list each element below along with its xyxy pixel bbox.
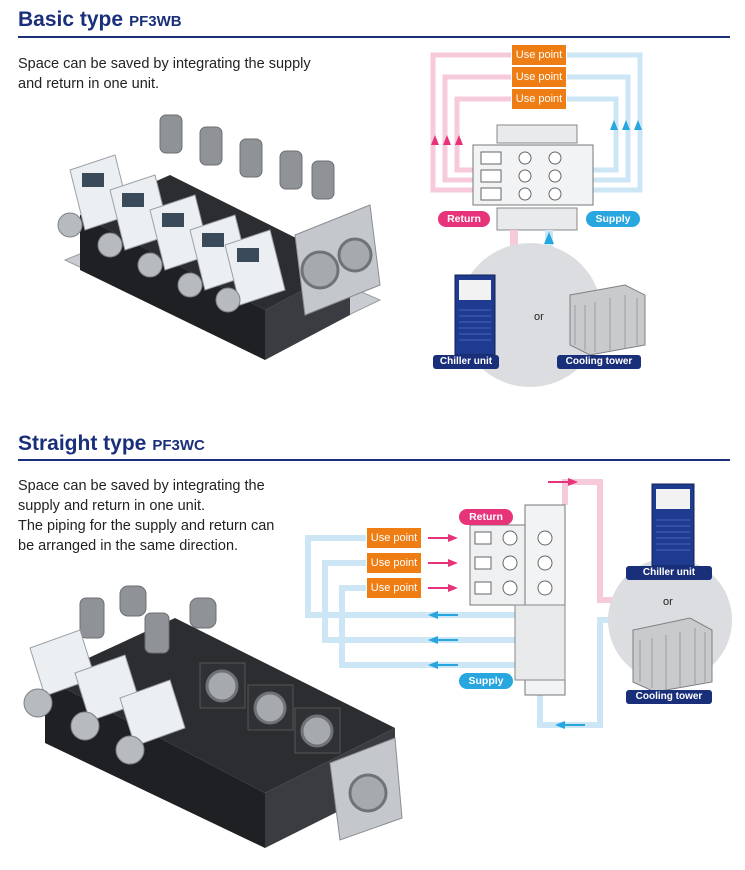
description-line: supply and return in one unit.	[18, 498, 206, 514]
return-tag: Return	[438, 211, 490, 227]
basic-type-rule	[18, 36, 730, 38]
or-label: or	[534, 311, 544, 323]
use-point-box: Use point	[366, 527, 422, 549]
basic-type-product-image	[57, 114, 382, 360]
straight-type-description: Space can be saved by integrating the su…	[18, 476, 274, 556]
description-line: The piping for the supply and return can	[18, 518, 275, 534]
straight-type-title: Straight type	[18, 432, 147, 455]
use-point-box: Use point	[366, 577, 422, 599]
chiller-unit-label: Chiller unit	[433, 355, 499, 369]
basic-type-title: Basic type	[18, 8, 124, 31]
straight-type-product-image	[23, 585, 403, 848]
basic-type-heading: Basic type PF3WB	[18, 8, 182, 32]
or-label: or	[663, 596, 673, 608]
straight-type-rule	[18, 459, 730, 461]
chiller-unit-label: Chiller unit	[626, 566, 712, 580]
cooling-tower-label: Cooling tower	[557, 355, 641, 369]
return-tag: Return	[459, 509, 513, 525]
description-line: Space can be saved by integrating the su…	[18, 56, 311, 72]
basic-type-description: Space can be saved by integrating the su…	[18, 54, 311, 94]
supply-tag: Supply	[586, 211, 640, 227]
cooling-tower-label: Cooling tower	[626, 690, 712, 704]
basic-type-piping-diagram	[430, 52, 646, 387]
use-point-box: Use point	[366, 552, 422, 574]
use-point-box: Use point	[511, 66, 567, 88]
use-point-box: Use point	[511, 88, 567, 110]
straight-type-piping-diagram	[305, 478, 732, 729]
description-line: be arranged in the same direction.	[18, 538, 239, 554]
basic-type-model: PF3WB	[129, 13, 182, 30]
use-point-box: Use point	[511, 44, 567, 66]
supply-tag: Supply	[459, 673, 513, 689]
straight-type-heading: Straight type PF3WC	[18, 432, 205, 456]
description-line: Space can be saved by integrating the	[18, 478, 265, 494]
description-line: and return in one unit.	[18, 76, 160, 92]
straight-type-model: PF3WC	[152, 437, 205, 454]
